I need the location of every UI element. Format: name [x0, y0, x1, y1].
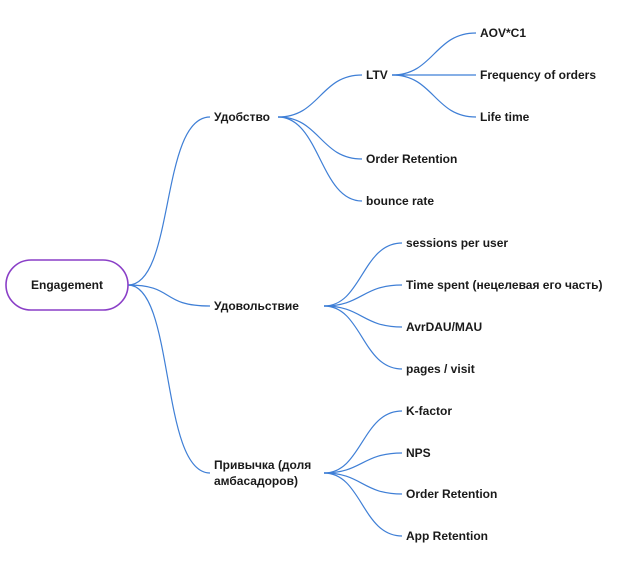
node-privychka-line-2: амбасадоров) — [214, 474, 298, 488]
node-k-factor[interactable]: K-factor — [406, 404, 452, 418]
edge-udovolstvie-sessions — [323, 242, 403, 307]
edge-privychka-app-retention — [323, 472, 403, 537]
connectors — [127, 32, 477, 537]
edge-root-udobstvo — [127, 116, 211, 286]
node-aov-c1[interactable]: AOV*C1 — [480, 26, 526, 40]
node-udovolstvie[interactable]: Удовольствие — [214, 299, 299, 313]
edge-udovolstvie-pages — [323, 305, 403, 370]
node-pages-per-visit[interactable]: pages / visit — [406, 362, 475, 376]
node-avr-dau-mau[interactable]: AvrDAU/MAU — [406, 320, 482, 334]
root-node-label: Engagement — [31, 278, 103, 292]
edge-udobstvo-ltv — [277, 74, 363, 118]
node-life-time[interactable]: Life time — [480, 110, 530, 124]
edge-root-privychka — [127, 284, 211, 474]
edge-ltv-lifetime — [391, 74, 477, 118]
node-order-retention-2[interactable]: Order Retention — [406, 487, 497, 501]
edge-privychka-k-factor — [323, 410, 403, 474]
node-ltv[interactable]: LTV — [366, 68, 388, 82]
node-time-spent[interactable]: Time spent (нецелевая его часть) — [406, 278, 603, 292]
node-nps[interactable]: NPS — [406, 446, 431, 460]
edge-udobstvo-bounce-rate — [277, 116, 363, 202]
edge-ltv-aov — [391, 32, 477, 76]
edge-privychka-order-retention — [323, 472, 403, 495]
root-node-box — [5, 259, 129, 311]
node-frequency-of-orders[interactable]: Frequency of orders — [480, 68, 596, 82]
root-node[interactable]: Engagement — [5, 259, 129, 311]
node-order-retention-1[interactable]: Order Retention — [366, 152, 457, 166]
edge-udobstvo-order-retention — [277, 116, 363, 160]
node-privychka-line-1: Привычка (доля — [214, 458, 311, 472]
node-privychka[interactable]: Привычка (доля амбасадоров) — [214, 458, 315, 488]
node-udobstvo[interactable]: Удобство — [214, 110, 270, 124]
edge-udovolstvie-dau-mau — [323, 305, 403, 328]
edge-privychka-nps — [323, 452, 403, 474]
edge-root-udovolstvie — [127, 284, 211, 307]
node-bounce-rate[interactable]: bounce rate — [366, 194, 434, 208]
edge-udovolstvie-time-spent — [323, 284, 403, 307]
node-app-retention[interactable]: App Retention — [406, 529, 488, 543]
node-sessions-per-user[interactable]: sessions per user — [406, 236, 508, 250]
